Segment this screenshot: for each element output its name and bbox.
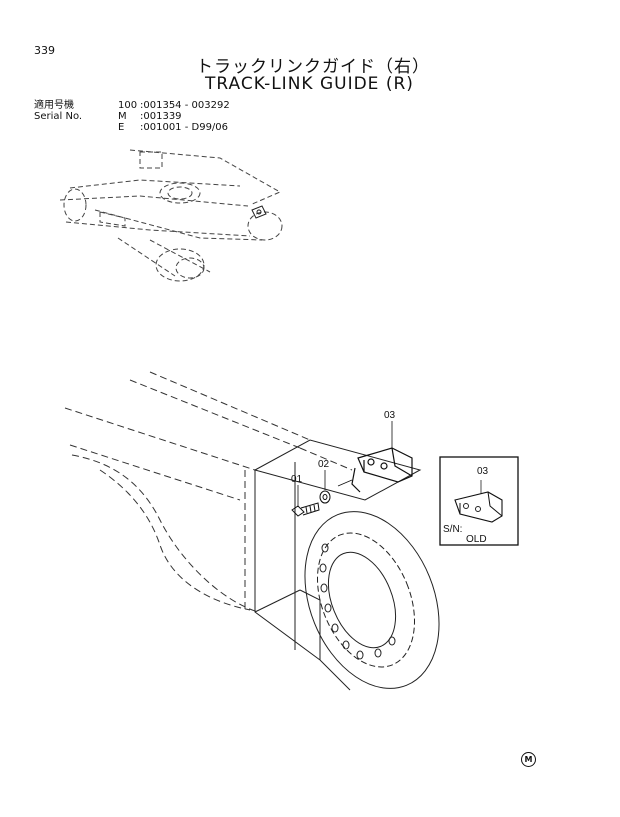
bolt-holes	[319, 543, 396, 660]
serial-code: M	[118, 111, 127, 122]
washer-part	[319, 490, 331, 504]
serial-code: E	[118, 122, 125, 133]
inset-sn-value: OLD	[466, 534, 487, 545]
serial-label-jp: 適用号機	[34, 100, 74, 111]
title-japanese: トラックリンクガイド（右）	[196, 57, 430, 77]
m-logo: M	[521, 752, 536, 767]
overview-detail-guide	[251, 205, 267, 219]
page-number: 339	[34, 44, 55, 57]
idler-bracket	[253, 439, 422, 661]
overview-drawing	[59, 149, 283, 282]
callout-guide: 03	[384, 410, 396, 421]
serial-code: 100	[118, 100, 138, 111]
leader-lines	[297, 421, 393, 506]
guide-part	[351, 447, 413, 493]
serial-range: :001339	[140, 111, 182, 122]
serial-range: :001354 - 003292	[140, 100, 230, 111]
callout-washer: 02	[318, 459, 330, 470]
serial-label-en: Serial No.	[34, 111, 83, 122]
track-frame-outline	[64, 371, 353, 613]
inset-box: 03 S/N: OLD	[439, 456, 519, 546]
serial-block: 適用号機 100 :001354 - 003292 Serial No. M :…	[34, 100, 230, 133]
title-english: TRACK-LINK GUIDE (R)	[205, 74, 414, 94]
callout-bolt: 01	[291, 474, 303, 485]
bolt-part	[291, 502, 320, 517]
inset-sn-label: S/N:	[443, 524, 462, 535]
inset-part-number: 03	[477, 466, 489, 477]
idler-wheel	[304, 511, 440, 691]
serial-range: :001001 - D99/06	[140, 122, 229, 133]
